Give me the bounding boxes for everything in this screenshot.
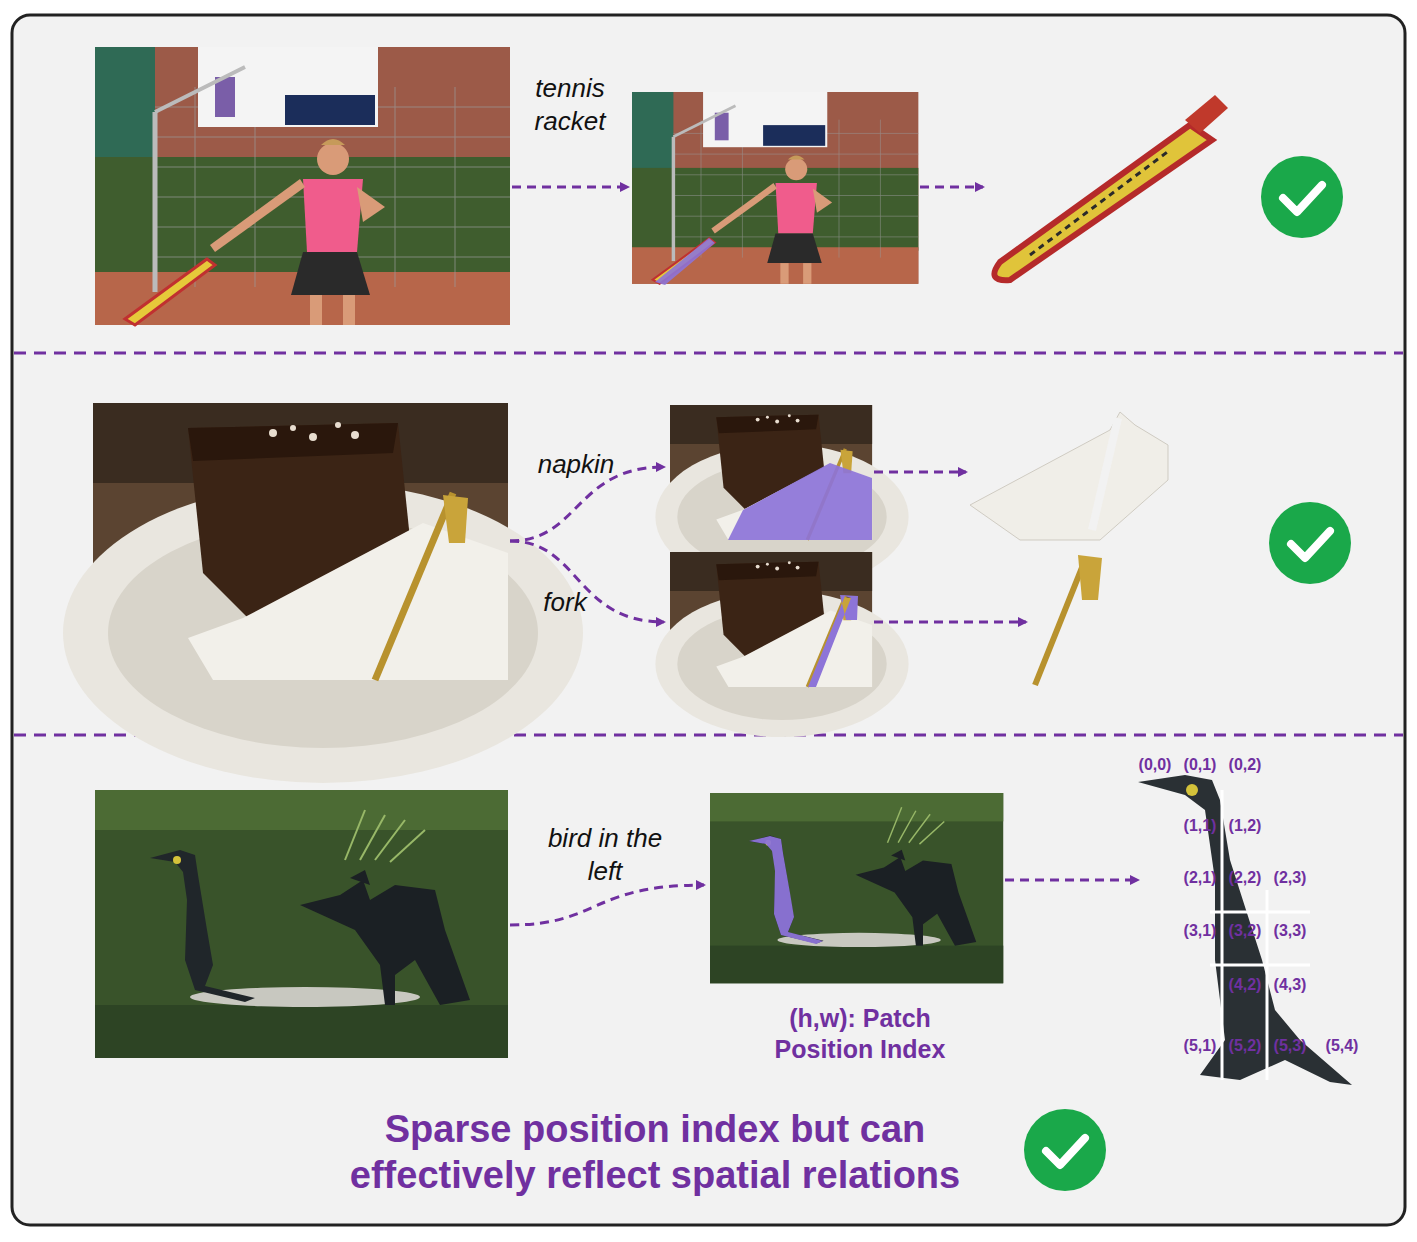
- patch-index: (4,2): [1217, 975, 1273, 995]
- arrow-label: fork: [525, 586, 605, 619]
- patch-index: (5,4): [1314, 1036, 1370, 1056]
- patch-index: (2,2): [1217, 868, 1273, 888]
- patch-index: (1,1): [1172, 816, 1228, 836]
- summary-text: Sparse position index but can effectivel…: [295, 1106, 1015, 1199]
- patch-index: (2,1): [1172, 868, 1228, 888]
- arrow-label: tennis racket: [520, 72, 620, 137]
- patch-index: (0,1): [1172, 755, 1228, 775]
- arrow-label: napkin: [516, 448, 636, 481]
- patch-index: (2,3): [1262, 868, 1318, 888]
- arrow-label: bird in the left: [540, 822, 670, 887]
- legend-note: (h,w): Patch Position Index: [750, 1003, 970, 1066]
- patch-index: (3,2): [1217, 921, 1273, 941]
- patch-index: (0,0): [1127, 755, 1183, 775]
- patch-index: (5,1): [1172, 1036, 1228, 1056]
- patch-index: (1,2): [1217, 816, 1273, 836]
- patch-index: (3,1): [1172, 921, 1228, 941]
- patch-index: (5,2): [1217, 1036, 1273, 1056]
- patch-index: (5,3): [1262, 1036, 1318, 1056]
- patch-index: (3,3): [1262, 921, 1318, 941]
- patch-index: (4,3): [1262, 975, 1318, 995]
- patch-index: (0,2): [1217, 755, 1273, 775]
